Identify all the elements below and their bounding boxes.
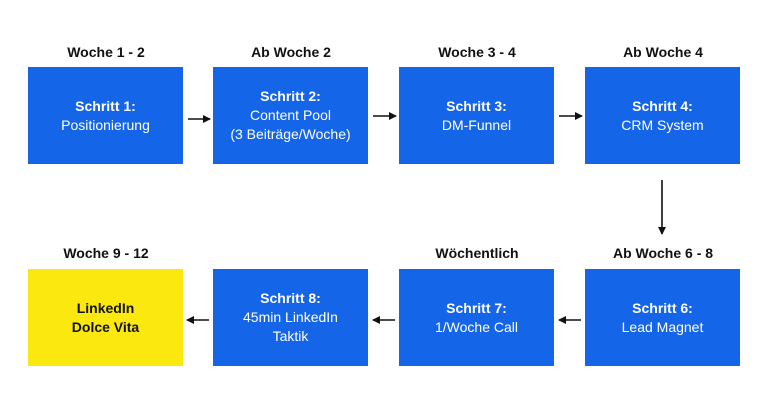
week-label-step-2: Ab Woche 2 xyxy=(251,44,331,60)
step-2-text-line-2: (3 Beiträge/Woche) xyxy=(230,126,351,142)
step-6-title: Schritt 6: xyxy=(632,299,693,316)
step-4-box: Schritt 4: CRM System xyxy=(585,67,740,164)
step-4-text: CRM System xyxy=(621,116,704,133)
step-8-box: Schritt 8: 45min LinkedIn Taktik xyxy=(213,269,368,366)
step-6-text: Lead Magnet xyxy=(621,318,704,335)
week-label-step-4: Ab Woche 4 xyxy=(623,44,703,60)
final-box: LinkedIn Dolce Vita xyxy=(28,269,183,366)
step-1-title: Schritt 1: xyxy=(75,97,136,114)
week-label-final: Woche 9 - 12 xyxy=(63,245,149,261)
step-7-box: Schritt 7: 1/Woche Call xyxy=(399,269,554,366)
step-8-text-line-2: Taktik xyxy=(272,328,309,344)
step-1-box: Schritt 1: Positionierung xyxy=(28,67,183,164)
step-2-box: Schritt 2: Content Pool (3 Beiträge/Woch… xyxy=(213,67,368,164)
step-3-box: Schritt 3: DM-Funnel xyxy=(399,67,554,164)
week-label-step-6: Ab Woche 6 - 8 xyxy=(612,245,714,261)
step-7-text: 1/Woche Call xyxy=(434,318,518,335)
week-label-step-3: Woche 3 - 4 xyxy=(438,44,516,60)
final-title: LinkedIn xyxy=(76,299,135,316)
step-7-title: Schritt 7: xyxy=(446,299,507,316)
week-label-step-1: Woche 1 - 2 xyxy=(67,44,145,60)
step-4-title: Schritt 4: xyxy=(632,97,693,114)
final-text: Dolce Vita xyxy=(71,318,140,335)
step-3-title: Schritt 3: xyxy=(446,97,507,114)
step-2-title: Schritt 2: xyxy=(260,88,321,104)
step-6-box: Schritt 6: Lead Magnet xyxy=(585,269,740,366)
week-label-step-7: Wöchentlich xyxy=(435,245,519,261)
step-8-text-line-1: 45min LinkedIn xyxy=(243,309,338,325)
step-8-title: Schritt 8: xyxy=(260,290,321,306)
step-3-text: DM-Funnel xyxy=(441,116,512,133)
step-1-text: Positionierung xyxy=(61,116,150,133)
step-2-text-line-1: Content Pool xyxy=(250,107,331,123)
